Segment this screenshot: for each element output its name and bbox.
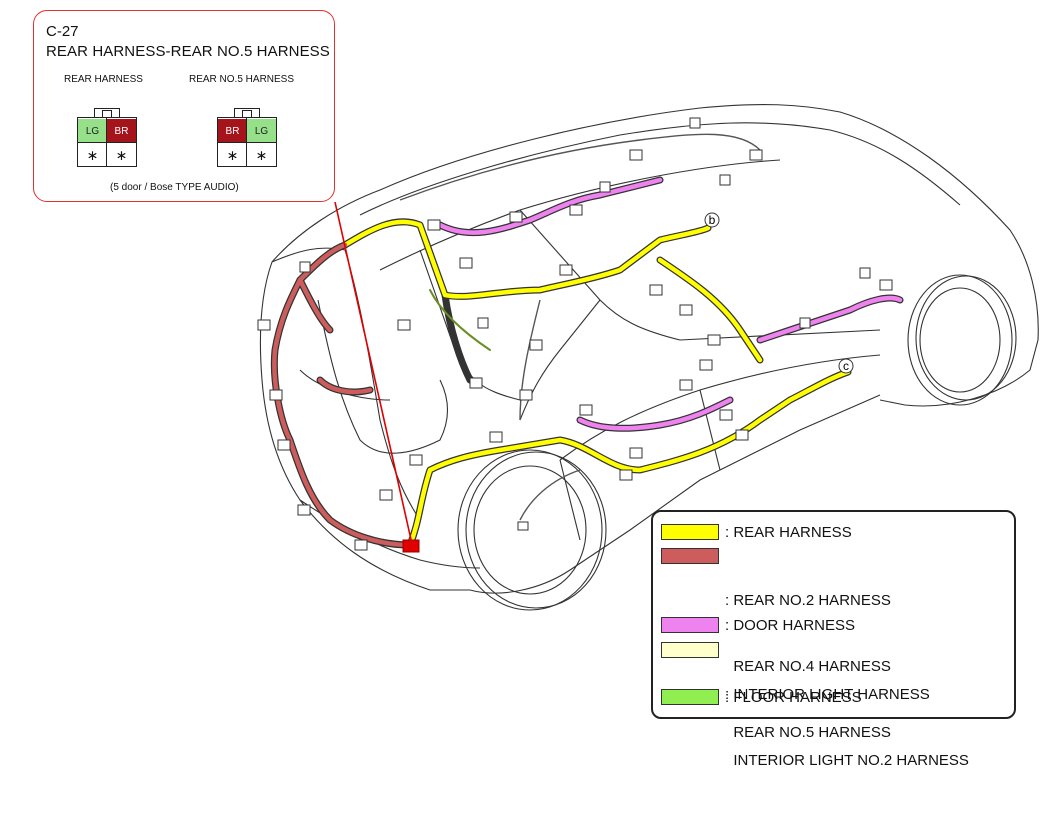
legend-item-floor-harness: : FLOOR HARNESS	[661, 687, 862, 709]
pin-br: BR	[218, 119, 247, 143]
rear-harness-connector: LG BR ∗ ∗	[77, 107, 137, 167]
rear-no5-harness-label: REAR NO.5 HARNESS	[189, 74, 295, 85]
legend-item-interior-light-harness: : INTERIOR LIGHT HARNESS INTERIOR LIGHT …	[661, 640, 969, 816]
connector-note: (5 door / Bose TYPE AUDIO)	[110, 182, 239, 193]
connector-title: REAR HARNESS-REAR NO.5 HARNESS	[46, 43, 330, 60]
marker-b-label: b	[709, 213, 716, 227]
front-wheel	[907, 274, 1017, 406]
marker-c-label: c	[843, 359, 849, 373]
legend-swatch	[661, 689, 719, 705]
legend-item-door-harness: : DOOR HARNESS	[661, 615, 855, 637]
legend-label: : REAR HARNESS	[725, 524, 852, 541]
vehicle-wiring-diagram: b c	[257, 103, 1039, 611]
legend-label: : REAR NO.2 HARNESS	[725, 592, 891, 609]
pin-asterisk: ∗	[255, 146, 268, 163]
rear-no2-harness-path	[272, 242, 413, 548]
rear-harness-label: REAR HARNESS	[64, 74, 143, 85]
harness-shadows	[270, 176, 904, 549]
rear-wheel	[457, 449, 607, 611]
legend-label: : DOOR HARNESS	[725, 617, 856, 634]
pin-asterisk: ∗	[226, 146, 239, 163]
pin-lg: LG	[247, 119, 276, 143]
interior-light-harness-path	[399, 133, 761, 521]
connector-callout: C-27 REAR HARNESS-REAR NO.5 HARNESS REAR…	[33, 10, 335, 202]
harness-legend: : REAR HARNESS : REAR NO.2 HARNESS REAR …	[651, 510, 1016, 769]
callout-leader-line	[334, 201, 413, 545]
pin-asterisk: ∗	[115, 146, 128, 163]
rear-harness-path	[342, 219, 851, 548]
door-harness-path	[437, 177, 903, 431]
legend-label: : INTERIOR LIGHT HARNESS	[725, 686, 930, 703]
connector-code: C-27	[46, 23, 79, 40]
pin-asterisk: ∗	[86, 146, 99, 163]
marker-b: b	[704, 212, 720, 228]
legend-swatch	[661, 642, 719, 658]
floor-harness-path	[429, 289, 491, 351]
legend-label: : FLOOR HARNESS	[725, 689, 862, 706]
legend-item-rear-harness: : REAR HARNESS	[661, 522, 852, 544]
pin-br: BR	[107, 119, 136, 143]
legend-swatch	[661, 617, 719, 633]
pin-lg: LG	[78, 119, 107, 143]
legend-label: INTERIOR LIGHT NO.2 HARNESS	[725, 752, 969, 769]
marker-c: c	[838, 358, 854, 374]
legend-swatch	[661, 548, 719, 564]
rear-no5-harness-connector: BR LG ∗ ∗	[217, 107, 277, 167]
legend-label: REAR NO.4 HARNESS	[725, 658, 891, 675]
legend-swatch	[661, 524, 719, 540]
harness-connectors	[257, 117, 893, 551]
